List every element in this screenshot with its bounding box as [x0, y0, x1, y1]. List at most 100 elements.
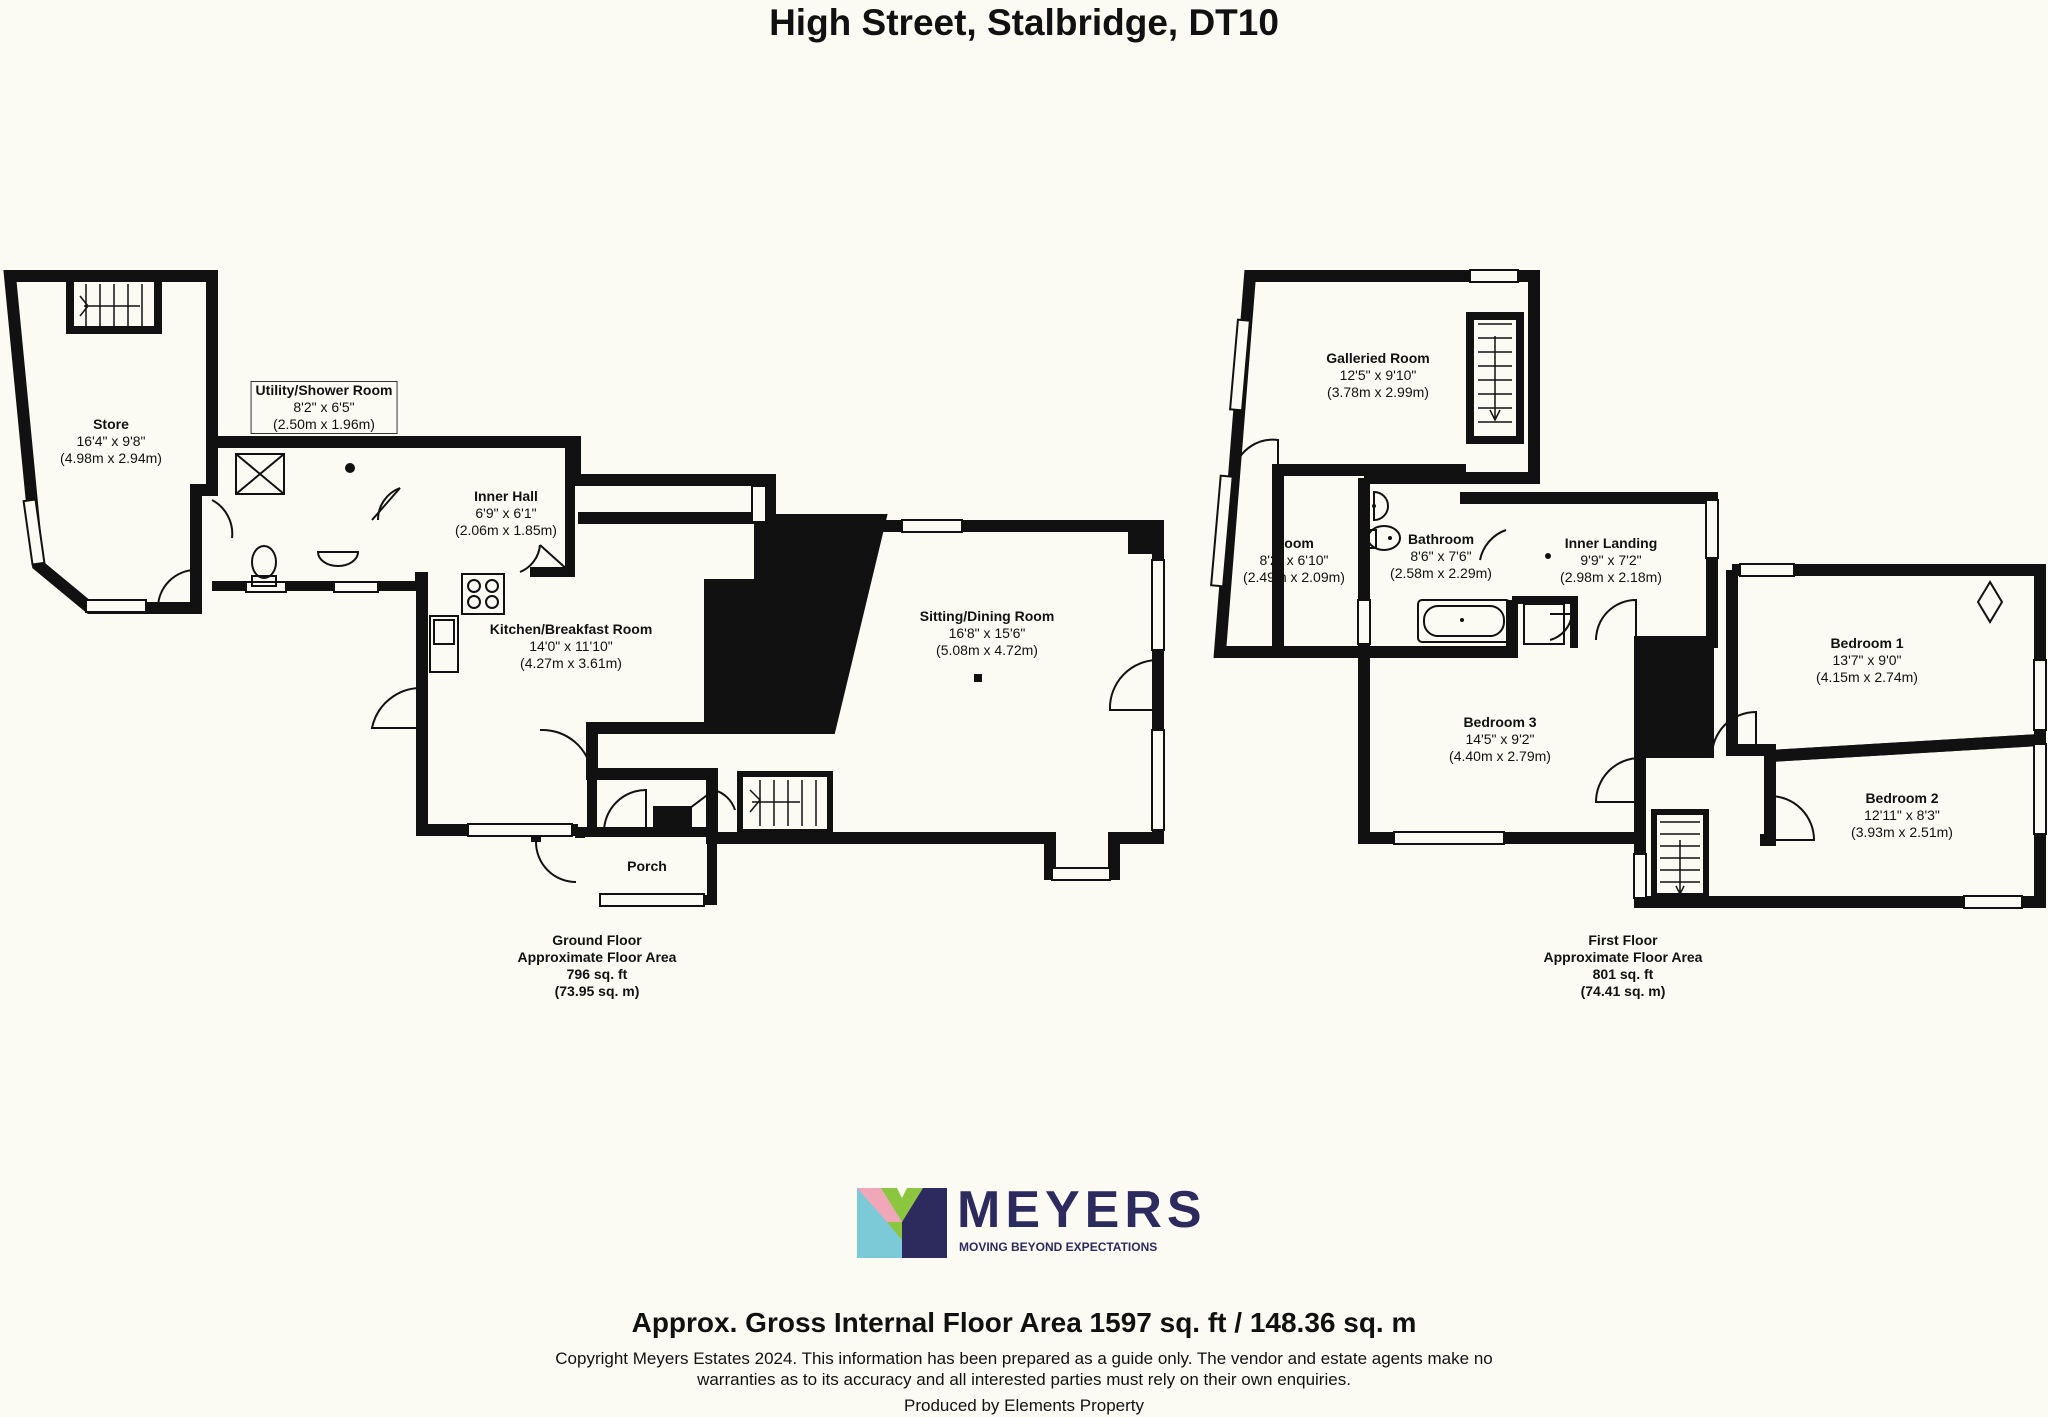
room-name: Bathroom — [1407, 531, 1475, 547]
door-swing — [211, 499, 234, 539]
window — [1633, 853, 1647, 899]
door-swing — [539, 728, 593, 775]
bath-basin — [1373, 490, 1389, 522]
kitchen-walls — [416, 572, 578, 836]
room-name: Utility/Shower Room — [255, 382, 393, 398]
meyers-logo-mark-icon — [857, 1188, 947, 1258]
meyers-logo: MEYERS MOVING BEYOND EXPECTATIONS — [857, 1181, 1202, 1258]
room-imperial: 14'5" x 9'2" — [1465, 731, 1535, 747]
ground-floor-area: Ground Floor Approximate Floor Area 796 … — [518, 932, 677, 1000]
floor-area-imperial: 796 sq. ft — [566, 966, 628, 982]
window — [1469, 269, 1519, 283]
door-swing — [519, 544, 571, 573]
floor-area-caption: Approximate Floor Area — [1543, 949, 1703, 965]
produced-by: Produced by Elements Property — [903, 1396, 1144, 1415]
store-label: Store 16'4" x 9'8" (4.98m x 2.94m) — [60, 416, 162, 467]
bath — [1417, 599, 1511, 643]
room-metric: (4.15m x 2.74m) — [1816, 669, 1918, 685]
room-name: Room — [1274, 535, 1314, 551]
sitting-inner — [1128, 524, 1160, 554]
bathroom-walls — [1358, 472, 1518, 658]
copyright-line: warranties as to its accuracy and all in… — [697, 1370, 1351, 1389]
floor-area-metric: (73.95 sq. m) — [554, 983, 640, 999]
door-swing — [689, 788, 736, 811]
room-metric: (3.78m x 2.99m) — [1327, 384, 1429, 400]
first-floor-area: First Floor Approximate Floor Area 801 s… — [1544, 932, 1703, 1000]
window — [1051, 867, 1111, 881]
room-metric: (2.58m x 2.29m) — [1390, 565, 1492, 581]
window — [1963, 895, 2023, 909]
page-title: High Street, Stalbridge, DT10 — [769, 2, 1279, 43]
room-metric: (4.98m x 2.94m) — [60, 450, 162, 466]
room-name: Inner Landing — [1564, 535, 1658, 551]
door-swing — [603, 788, 647, 833]
window — [1705, 499, 1719, 559]
room-name: Kitchen/Breakfast Room — [489, 621, 653, 637]
room-metric: (4.27m x 3.61m) — [520, 655, 622, 671]
window — [1151, 729, 1165, 831]
bathroom-label: Bathroom 8'6" x 7'6" (2.58m x 2.29m) — [1390, 531, 1492, 582]
landing-cupboard — [1523, 603, 1565, 645]
floor-area-imperial: 801 sq. ft — [1592, 966, 1654, 982]
gross-floor-area: Approx. Gross Internal Floor Area 1597 s… — [631, 1307, 1417, 1338]
cupboard-block — [653, 806, 692, 834]
room-name: Bedroom 2 — [1865, 790, 1939, 806]
room-label: Room 8'2" x 6'10" (2.49m x 2.09m) — [1243, 535, 1345, 586]
door-swing — [1976, 580, 2004, 624]
galleried-walls — [1213, 270, 1540, 658]
galleried-label: Galleried Room 12'5" x 9'10" (3.78m x 2.… — [1326, 350, 1429, 401]
room-metric: (5.08m x 4.72m) — [936, 642, 1038, 658]
window — [1229, 318, 1251, 412]
floor-name: Ground Floor — [552, 932, 642, 948]
room-metric: (2.50m x 1.96m) — [273, 416, 375, 432]
chimney — [704, 514, 888, 734]
room-name: Galleried Room — [1326, 350, 1430, 366]
first-stairs-box — [1651, 809, 1709, 899]
room-name: Sitting/Dining Room — [919, 608, 1055, 624]
window — [1210, 474, 1234, 588]
room-name: Inner Hall — [474, 488, 538, 504]
copyright-notice: Copyright Meyers Estates 2024. This info… — [0, 1348, 2048, 1390]
window — [1393, 831, 1505, 845]
window — [751, 485, 767, 523]
floor-area-caption: Approximate Floor Area — [517, 949, 677, 965]
sitting-label: Sitting/Dining Room 16'8" x 15'6" (5.08m… — [920, 608, 1055, 659]
window — [1151, 559, 1165, 651]
door-swing — [1594, 757, 1641, 803]
bedroom3-label: Bedroom 3 14'5" x 9'2" (4.40m x 2.79m) — [1449, 714, 1551, 765]
door-swing — [1595, 598, 1637, 641]
room-name: Porch — [627, 858, 667, 874]
room-imperial: 14'0" x 11'10" — [529, 638, 613, 654]
room-metric: (2.49m x 2.09m) — [1243, 569, 1345, 585]
basin — [316, 551, 360, 567]
door-swing — [1549, 613, 1574, 641]
ceiling-point — [974, 674, 982, 682]
window — [2033, 743, 2047, 835]
room-name: Store — [93, 416, 129, 432]
door-swing — [370, 686, 423, 729]
door-swing — [376, 487, 401, 521]
bedroom2-walls — [1634, 733, 2046, 908]
door-swing — [1711, 710, 1757, 757]
room-metric: (3.93m x 2.51m) — [1851, 824, 1953, 840]
room-imperial: 8'2" x 6'5" — [293, 399, 355, 415]
room-metric: (4.40m x 2.79m) — [1449, 748, 1551, 764]
room-imperial: 6'9" x 6'1" — [475, 505, 537, 521]
galleried-stairs-box — [1466, 312, 1524, 444]
hob — [461, 573, 505, 615]
room-imperial: 16'4" x 9'8" — [76, 433, 146, 449]
floor-name: First Floor — [1588, 932, 1658, 948]
inner-hall-label: Inner Hall 6'9" x 6'1" (2.06m x 1.85m) — [455, 488, 557, 539]
kitchen-label: Kitchen/Breakfast Room 14'0" x 11'10" (4… — [490, 621, 653, 672]
door-swing — [371, 487, 401, 521]
room-imperial: 8'2" x 6'10" — [1259, 552, 1329, 568]
store-cupboard-label: S — [706, 803, 716, 819]
room-imperial: 12'11" x 8'3" — [1864, 807, 1940, 823]
window — [1739, 563, 1795, 577]
porch-label: Porch — [627, 858, 667, 875]
utility-bottom — [212, 572, 425, 591]
room-metric: (2.06m x 1.85m) — [455, 522, 557, 538]
window — [467, 823, 573, 837]
room-imperial: 16'8" x 15'6" — [948, 625, 1026, 641]
